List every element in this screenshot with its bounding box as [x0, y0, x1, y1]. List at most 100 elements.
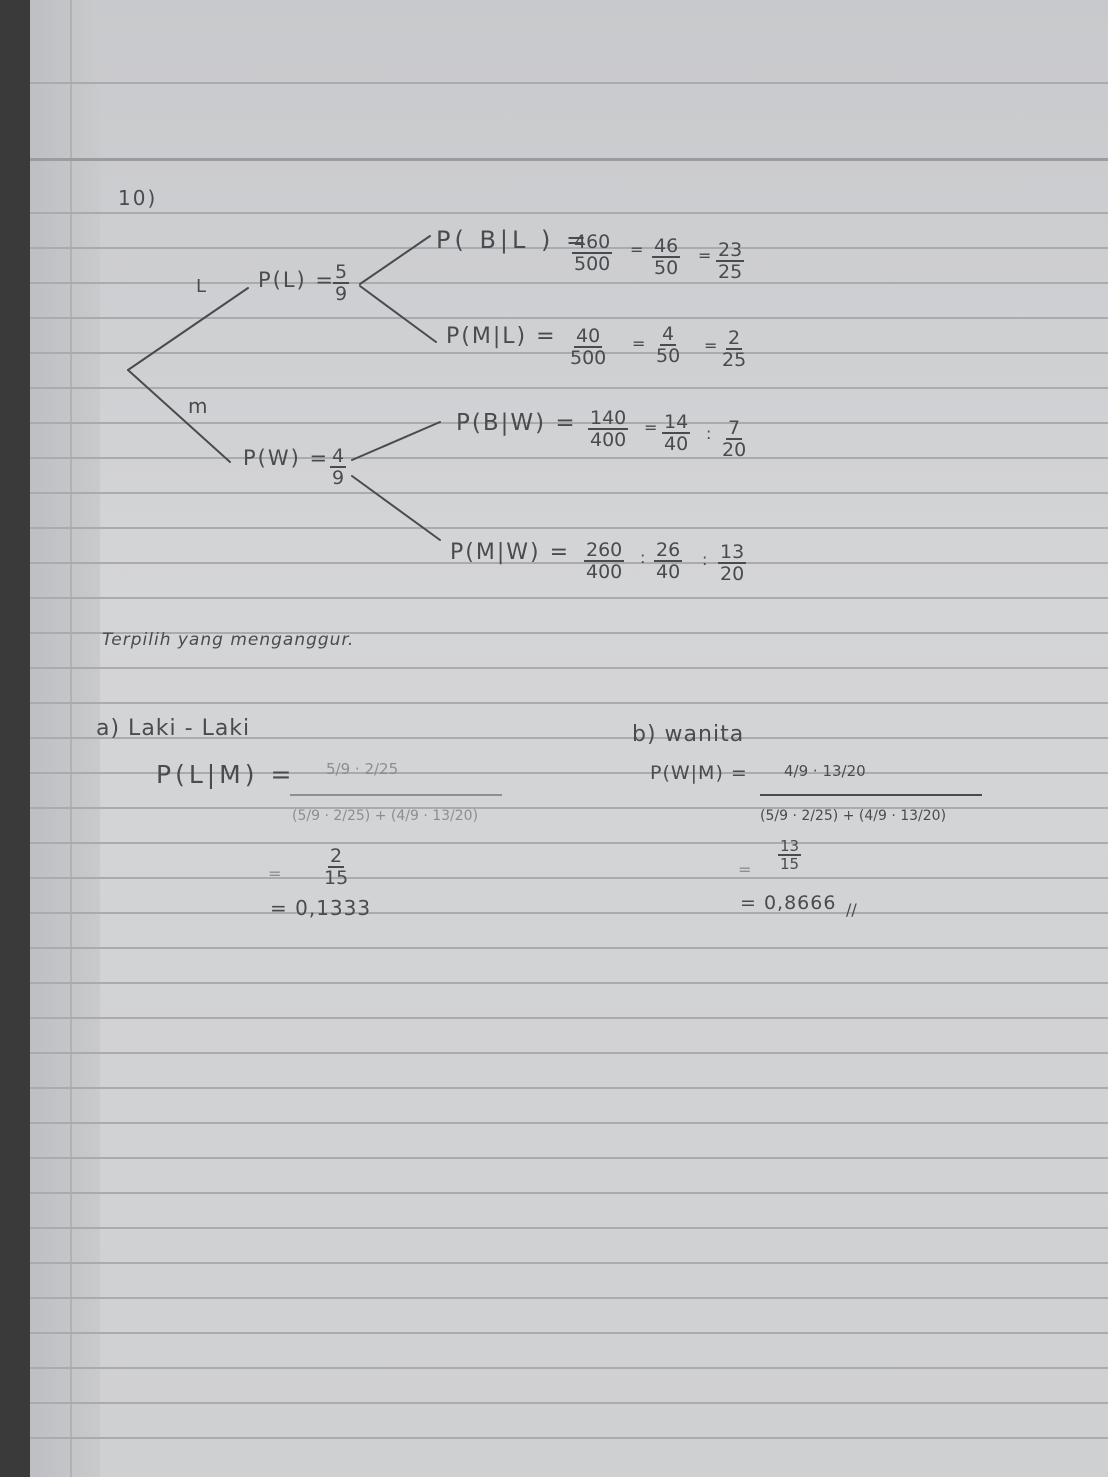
equals-sign: :	[702, 550, 708, 569]
pMW-f1-den: 400	[586, 561, 623, 583]
pML-fraction-2: 4 50	[654, 324, 682, 366]
pW-denominator: 9	[332, 467, 345, 489]
ruled-line	[30, 387, 1108, 389]
ruled-line	[30, 247, 1108, 249]
part-b-label: P(W|M) =	[650, 762, 748, 784]
ruled-line	[30, 1052, 1108, 1054]
part-b-heading: b) wanita	[632, 722, 745, 747]
equals-sign: =	[630, 240, 644, 259]
ruled-line	[30, 982, 1108, 984]
part-a-decimal: = 0,1333	[270, 896, 372, 920]
pML-f3-num: 2	[726, 327, 743, 350]
part-b-result-den: 15	[780, 855, 800, 873]
ruled-line	[30, 492, 1108, 494]
pBW-f2-den: 40	[664, 433, 689, 455]
ruled-line	[30, 737, 1108, 739]
pML-f1-num: 40	[574, 325, 603, 348]
ruled-line	[30, 82, 1108, 84]
ruled-line-header	[30, 158, 1108, 161]
pBW-fraction-3: 7 20	[720, 418, 748, 460]
ruled-line	[30, 1192, 1108, 1194]
ruled-line	[30, 352, 1108, 354]
pBL-fraction-3: 23 25	[716, 239, 745, 283]
ruled-line	[30, 877, 1108, 879]
part-b-numerator: 4/9 · 13/20	[784, 762, 866, 780]
pMW-f3-num: 13	[718, 541, 747, 564]
ruled-line	[30, 597, 1108, 599]
branch-M	[127, 369, 231, 463]
ruled-line	[30, 842, 1108, 844]
part-b-result-num: 13	[778, 837, 802, 856]
equals-sign: =	[704, 336, 718, 355]
part-b-result-fraction: 13 15	[778, 837, 802, 873]
ruled-line	[30, 772, 1108, 774]
pBL-fraction-1: 460 500	[572, 231, 613, 275]
ruled-line	[30, 807, 1108, 809]
ruled-line	[30, 1122, 1108, 1124]
ruled-line	[30, 1017, 1108, 1019]
equals-sign: =	[698, 246, 712, 265]
notebook-page	[30, 0, 1108, 1477]
part-a-numerator: 5/9 · 2/25	[326, 760, 399, 778]
chosen-note: Terpilih yang menganggur.	[102, 630, 355, 650]
equals-sign: :	[640, 548, 646, 567]
underline-mark: //	[846, 900, 857, 919]
ruled-line	[30, 1157, 1108, 1159]
part-a-result-num: 2	[328, 845, 345, 868]
ruled-line	[30, 1297, 1108, 1299]
pBL-f1-num: 460	[572, 231, 613, 254]
ruled-line	[30, 1227, 1108, 1229]
pBL-fraction-2: 46 50	[652, 236, 681, 279]
pML-f1-den: 500	[570, 347, 607, 369]
pMW-f1-num: 260	[584, 539, 625, 562]
pMW-fraction-2: 26 40	[654, 540, 683, 582]
branch-B-given-W	[351, 421, 441, 461]
part-a-result-den: 15	[324, 867, 349, 889]
equals-sign: =	[268, 864, 282, 883]
pBW-f1-num: 140	[588, 407, 629, 430]
pL-numerator: 5	[333, 261, 350, 284]
pML-f2-den: 50	[656, 345, 681, 367]
pBL-f1-den: 500	[574, 253, 611, 275]
ruled-line	[30, 1262, 1108, 1264]
pL-fraction: 5 9	[333, 261, 350, 304]
underlying-sheet	[30, 0, 100, 1477]
equals-sign: :	[706, 424, 712, 443]
pW-fraction: 4 9	[330, 446, 347, 489]
pML-label: P(M|L) =	[446, 324, 557, 349]
ruled-line	[30, 457, 1108, 459]
part-b-decimal: = 0,8666	[740, 892, 837, 914]
pBL-f3-num: 23	[716, 239, 745, 262]
branch-M-given-L	[359, 285, 437, 343]
branch-label-L: L	[196, 276, 209, 297]
ruled-line	[30, 422, 1108, 424]
pML-f3-den: 25	[722, 349, 747, 371]
part-b-fraction-bar	[760, 794, 982, 796]
pMW-label: P(M|W) =	[450, 540, 571, 565]
part-a-result-fraction: 2 15	[322, 846, 350, 888]
ruled-line	[30, 317, 1108, 319]
pBW-label: P(B|W) =	[456, 410, 577, 436]
part-a-label: P(L|M) =	[156, 760, 296, 789]
ruled-line	[30, 1332, 1108, 1334]
pML-fraction-1: 40 500	[568, 326, 608, 368]
ruled-line	[30, 1087, 1108, 1089]
ruled-line	[30, 912, 1108, 914]
pBW-fraction-1: 140 400	[588, 407, 629, 451]
pBW-f3-den: 20	[722, 439, 747, 461]
ruled-line	[30, 1437, 1108, 1439]
ruled-line	[30, 562, 1108, 564]
pL-label: P(L) =	[258, 268, 336, 292]
part-a-denominator: (5/9 · 2/25) + (4/9 · 13/20)	[292, 808, 479, 824]
ruled-line	[30, 282, 1108, 284]
ruled-line	[30, 702, 1108, 704]
pBW-f1-den: 400	[590, 429, 627, 451]
ruled-line	[30, 1367, 1108, 1369]
pBL-f3-den: 25	[718, 261, 743, 283]
pBL-label: P( B|L ) =	[436, 226, 591, 254]
part-a-fraction-bar	[290, 794, 502, 796]
pBL-f2-den: 50	[654, 257, 679, 279]
problem-number: 10)	[118, 186, 158, 210]
branch-L	[127, 287, 249, 371]
